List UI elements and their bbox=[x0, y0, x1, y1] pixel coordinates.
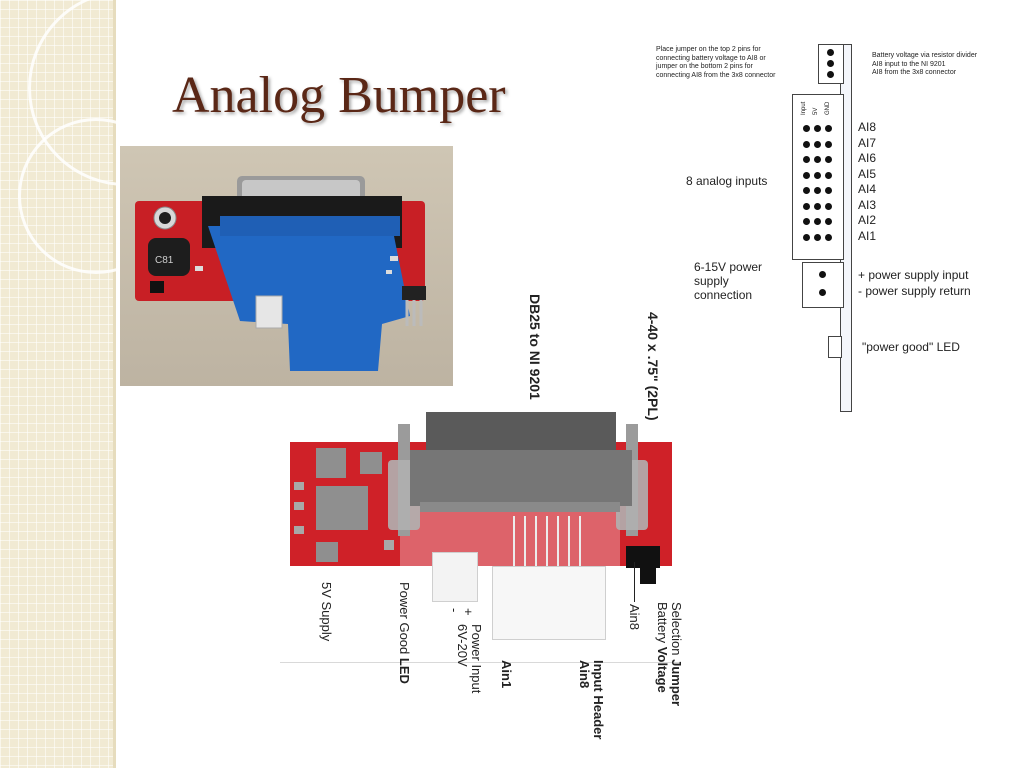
header-pin bbox=[814, 202, 821, 210]
power-good-prefix: Power Good bbox=[397, 582, 412, 658]
header-pin bbox=[814, 187, 821, 194]
header-label-input: Input bbox=[801, 101, 807, 115]
ain8-guide-line bbox=[634, 562, 635, 602]
selection-jumper-bold: Jumper bbox=[669, 659, 684, 707]
led-label: "power good" LED bbox=[862, 340, 960, 354]
header-label-gnd: GND bbox=[825, 101, 831, 115]
power-pin-plus: + power supply input bbox=[858, 268, 969, 282]
pinout-schematic: Place jumper on the top 2 pins for conne… bbox=[640, 38, 1024, 418]
battery-note-line: Battery voltage via resistor divider bbox=[872, 52, 978, 59]
analog-pin-label: AI6 bbox=[858, 151, 877, 165]
sidebar-edge bbox=[113, 0, 116, 768]
header-pin bbox=[803, 140, 810, 148]
label-ain8-header: Ain8 bbox=[577, 660, 592, 689]
header-pin bbox=[825, 233, 832, 241]
power-label-line: 6-15V power bbox=[694, 260, 763, 274]
power-good-led-bold: LED bbox=[397, 657, 412, 684]
slide-title: Analog Bumper bbox=[172, 67, 506, 124]
battery-note-line: AI8 input to the NI 9201 bbox=[872, 60, 946, 68]
analog-pin-label: AI2 bbox=[858, 213, 877, 227]
header-pin bbox=[814, 125, 821, 132]
battery-note: Battery voltage via resistor divider AI8… bbox=[872, 52, 977, 78]
power-header bbox=[802, 262, 844, 308]
label-selection-jumper: Selection Jumper bbox=[669, 602, 684, 706]
analog-pin-label: AI8 bbox=[858, 120, 877, 134]
analog-pin-label: AI7 bbox=[858, 135, 877, 150]
jumper-note-line: jumper on the bottom 2 pins for bbox=[656, 63, 753, 70]
jumper-note: Place jumper on the top 2 pins for conne… bbox=[656, 46, 775, 80]
header-pin bbox=[814, 233, 821, 241]
jumper-note-line: connecting AI8 from the 3x8 connector bbox=[656, 71, 776, 79]
header-pin bbox=[825, 187, 832, 194]
label-power-input-minus: - bbox=[447, 608, 462, 613]
header-pin bbox=[825, 125, 832, 132]
selection-prefix: Selection bbox=[669, 602, 684, 660]
analog-pin-label: AI4 bbox=[858, 182, 877, 196]
label-power-input-range: 6V-20V bbox=[455, 624, 470, 667]
guide-line bbox=[280, 662, 680, 663]
connector-label: DB25 to NI 9201 bbox=[527, 294, 543, 400]
label-ain1: Ain1 bbox=[499, 660, 514, 689]
analog-group-label: 8 analog inputs bbox=[686, 174, 768, 188]
label-5v-supply: 5V Supply bbox=[319, 582, 334, 642]
label-ain8: Ain8 bbox=[627, 604, 642, 631]
analog-pin-label: AI3 bbox=[858, 197, 877, 212]
inductor-marking: C81 bbox=[155, 255, 174, 266]
board-photo: C81 bbox=[120, 146, 453, 386]
header-pin bbox=[803, 218, 810, 225]
battery-prefix: Battery bbox=[655, 602, 670, 647]
header-pin bbox=[803, 202, 810, 210]
input-header-connector bbox=[492, 566, 606, 640]
screw-label: 4-40 x .75" (2PL) bbox=[645, 312, 661, 421]
header-pin bbox=[825, 218, 832, 225]
board-drawing-svg bbox=[290, 412, 672, 584]
label-power-good: Power Good LED bbox=[397, 582, 412, 684]
header-pin bbox=[825, 202, 832, 210]
header-pin bbox=[803, 156, 810, 163]
jumper-note-line: connecting battery voltage to AI8 or bbox=[656, 54, 766, 62]
power-label: 6-15V power supply connection bbox=[694, 260, 762, 302]
battery-note-line: AI8 from the 3x8 connector bbox=[872, 69, 957, 76]
board-photo-drawing: C81 bbox=[120, 146, 453, 386]
power-input-connector bbox=[432, 552, 478, 602]
jumper-header bbox=[818, 44, 844, 84]
label-power-input-plus: + bbox=[461, 608, 476, 616]
label-battery-voltage: Battery Voltage bbox=[655, 602, 670, 693]
analog-pin-label: AI5 bbox=[858, 166, 877, 181]
header-pin bbox=[814, 171, 821, 179]
header-pin bbox=[825, 171, 832, 179]
power-label-line: supply bbox=[694, 274, 729, 288]
header-label-5v: 5V bbox=[813, 107, 819, 115]
header-pin bbox=[803, 233, 810, 241]
battery-voltage-bold: Voltage bbox=[655, 646, 670, 693]
analog-pin-label: AI1 bbox=[858, 228, 877, 243]
label-power-input: Power Input bbox=[469, 624, 484, 694]
power-pin-minus: - power supply return bbox=[858, 284, 971, 298]
power-label-line: connection bbox=[694, 288, 753, 302]
input-header: Input 5V GND bbox=[792, 94, 844, 260]
header-pin bbox=[825, 156, 832, 163]
label-input-header: Input Header bbox=[591, 660, 606, 740]
power-good-led bbox=[828, 336, 842, 358]
header-pin bbox=[803, 171, 810, 179]
header-pin bbox=[825, 140, 832, 148]
jumper-note-line: Place jumper on the top 2 pins for bbox=[656, 46, 761, 53]
header-pin bbox=[803, 125, 810, 132]
header-pin bbox=[814, 218, 821, 225]
header-pin bbox=[814, 156, 821, 163]
header-pin bbox=[803, 187, 810, 194]
header-pin bbox=[814, 140, 821, 148]
board-drawing: DB25 to NI 9201 4-40 x .75" (2PL) 5V Sup… bbox=[280, 290, 684, 760]
